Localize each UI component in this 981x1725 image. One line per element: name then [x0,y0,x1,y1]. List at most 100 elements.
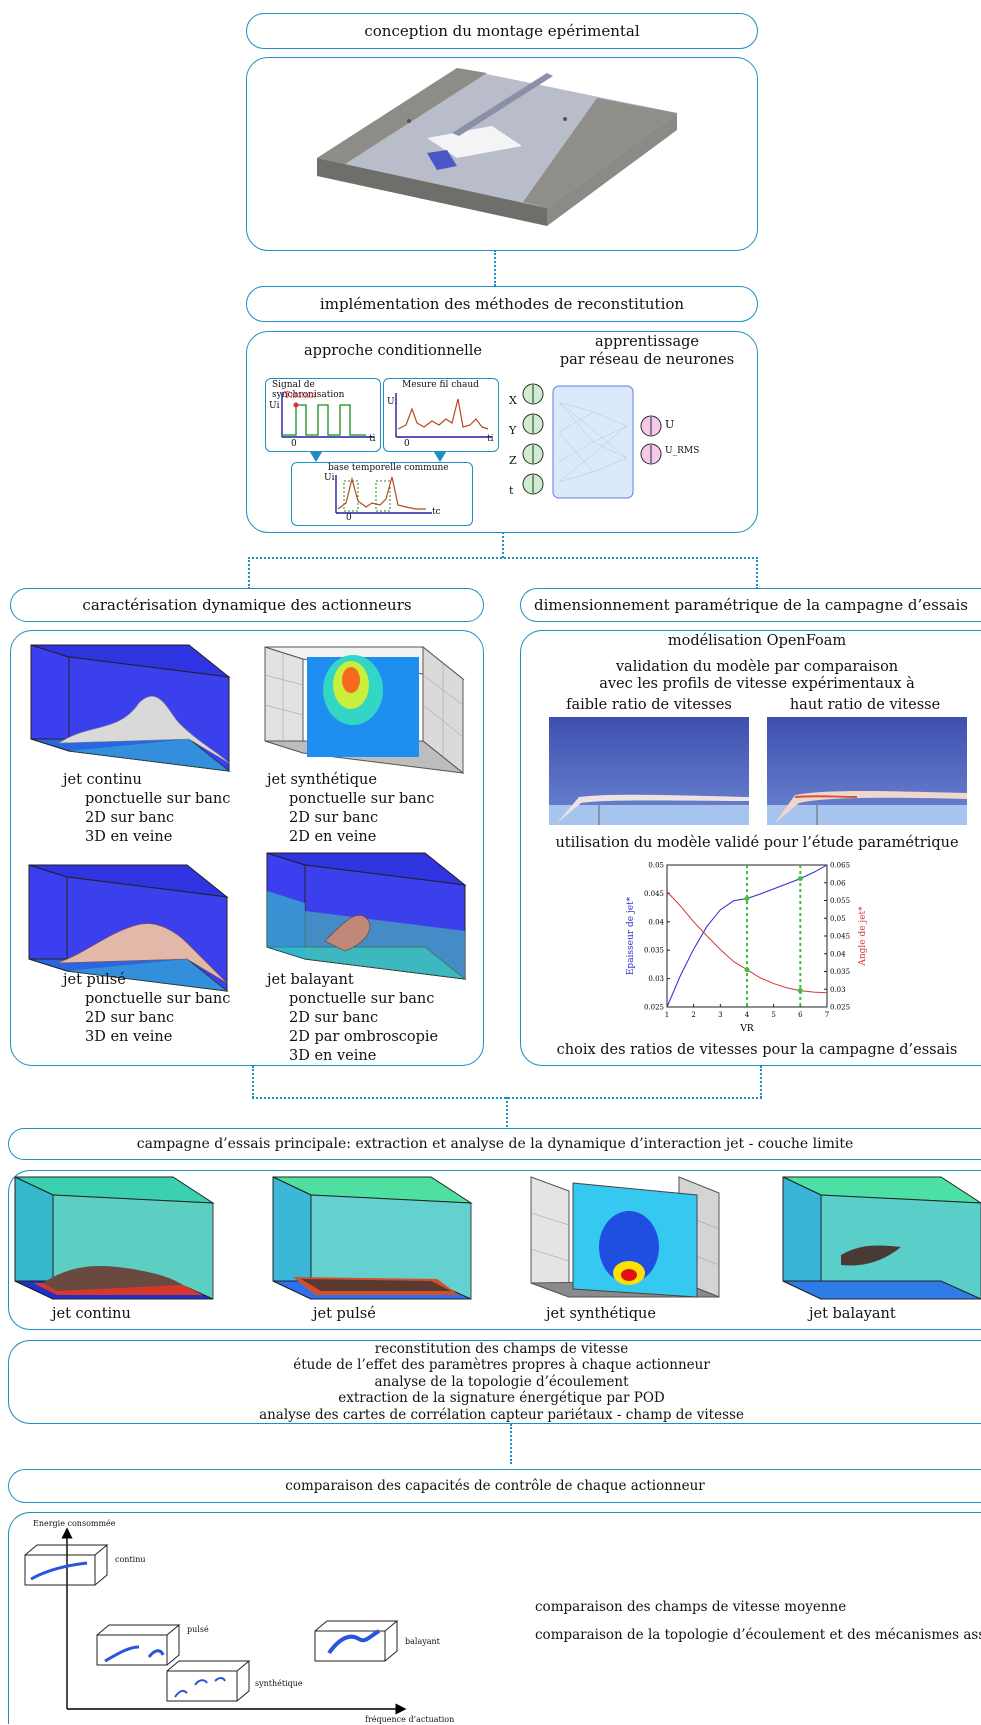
list-item: 2D sur banc [289,810,379,826]
energy-frequency-diagram [24,1527,407,1715]
x-tick-label: 3 [718,1011,722,1019]
sync-signal-plot [281,393,374,438]
time-base-plot [335,475,432,514]
connector [760,1066,762,1098]
step-reconstruction-title: implémentation des méthodes de reconstit… [246,286,758,322]
y-tick-label: 0.045 [644,890,664,898]
list-item: reconstitution des champs de vitesse [374,1341,629,1357]
zero-label: 0 [346,513,352,523]
tc-label: tc [432,507,441,517]
connector [510,1424,512,1464]
y2-tick-label: 0.05 [830,915,846,923]
y-tick-label: 0.04 [648,918,664,926]
list-item: 2D en veine [289,829,377,845]
list-item: 3D en veine [289,1048,377,1064]
campaign-label-pulse: jet pulsé [313,1306,376,1322]
actuator-balayant-name: jet balayant [267,972,354,988]
y2-tick-label: 0.025 [830,1004,850,1012]
comparison-line-2: comparaison de la topologie d’écoulement… [535,1627,981,1643]
y2-tick-label: 0.045 [830,933,850,941]
vr-marker-point [797,876,803,882]
openfoam-title: modélisation OpenFoam [667,633,847,649]
list-item: analyse de la topologie d’écoulement [374,1373,629,1390]
ui-label: Ui [269,401,280,411]
x-tick-label: 5 [771,1011,775,1019]
step-parametric-title: dimensionnement paramétrique de la campa… [520,588,981,622]
actuator-balayant-list: ponctuelle sur banc 2D sur banc 2D par o… [289,991,438,1067]
jet-pulse-3d-view [28,864,229,992]
high-ratio-cfd [767,717,967,825]
validation-line-1: validation du modèle par comparaison [615,659,899,675]
box-label-continu: continu [115,1555,146,1564]
campaign-jet-synthetique-view [530,1176,720,1298]
openfoam-panel: modélisation OpenFoam validation du modè… [520,630,981,1066]
campaign-label-synthetique: jet synthétique [546,1306,656,1322]
base-title: base temporelle commune [328,463,449,473]
y2-tick-label: 0.06 [830,879,846,887]
low-ratio-label: faible ratio de vitesses [566,697,732,713]
nn-input-y: Y [509,424,517,437]
comparison-panel: Energie consommée fréquence d’actuation … [8,1512,981,1724]
campaign-label-balayant: jet balayant [809,1306,896,1322]
nn-input-t: t [509,484,514,497]
ti-label: ti [487,434,494,444]
list-item: ponctuelle sur banc [85,791,231,807]
conditional-approach-title: approche conditionnelle [304,343,482,359]
nn-input-x: X [509,394,517,407]
connector [506,1097,508,1127]
y-axis-title: Epaisseur de jet* [626,896,636,975]
list-item: étude de l’effet des paramètres propres … [293,1357,710,1374]
campaign-tasks-panel: reconstitution des champs de vitesse étu… [8,1340,981,1424]
list-item: 2D sur banc [289,1010,379,1026]
x-tick-label: 2 [691,1011,695,1019]
list-item: 3D en veine [85,1029,173,1045]
x-axis-label: fréquence d’actuation [365,1715,455,1724]
list-item: ponctuelle sur banc [85,991,231,1007]
vr-marker-point [797,988,803,994]
step-campaign-title: campagne d’essais principale: extraction… [8,1128,981,1160]
connector [502,532,504,558]
y2-tick-label: 0.04 [830,950,846,958]
connector [494,250,496,286]
series-line-1 [666,891,828,994]
reconstruction-panel: approche conditionnelle apprentissage pa… [246,331,758,533]
y2-tick-label: 0.035 [830,968,850,976]
nn-input-labels: X Y Z t [509,386,517,506]
actuator-pulse-name: jet pulsé [63,972,126,988]
nn-title-1: apprentissage [595,334,699,350]
nn-output-u: U [665,418,675,431]
campaign-views-panel: jet continu jet pulsé jet synthétique je… [8,1170,981,1330]
jet-synthetique-3d-view [264,645,465,775]
nn-title-2: par réseau de neurones [559,352,735,368]
box-label-pulse: pulsé [187,1625,209,1634]
campaign-label-continu: jet continu [52,1306,131,1322]
ui-label: Ui [324,473,335,483]
box-label-balayant: balayant [405,1637,440,1646]
y2-tick-label: 0.065 [830,862,850,870]
actuator-continu-list: ponctuelle sur banc 2D sur banc 3D en ve… [85,791,230,848]
choice-label: choix des ratios de vitesses pour la cam… [556,1042,958,1058]
hot-wire-box: Mesure fil chaud Ui 0 ti [383,378,499,452]
connector [248,557,250,589]
actuator-pulse-list: ponctuelle sur banc 2D sur banc 3D en ve… [85,991,230,1048]
zero-label: 0 [404,439,410,449]
actuator-char-panel: jet continu ponctuelle sur banc 2D sur b… [10,630,484,1066]
actuator-synth-name: jet synthétique [267,772,377,788]
ui-label: Ui [387,397,398,407]
nn-input-z: Z [509,454,517,467]
list-item: 3D en veine [85,829,173,845]
y-tick-label: 0.03 [648,975,664,983]
comparison-line-1: comparaison des champs de vitesse moyenn… [535,1599,847,1615]
sync-signal-title: Signal de synchronisation [272,380,345,400]
actuator-continu-name: jet continu [63,772,142,788]
jet-continu-3d-view [30,644,231,772]
neural-network-diagram [522,383,662,499]
validation-line-2: avec les profils de vitesse expérimentau… [599,676,915,692]
nn-output-urms: U_RMS [665,446,700,456]
low-ratio-cfd [549,717,749,825]
actuator-synth-list: ponctuelle sur banc 2D sur banc 2D en ve… [289,791,434,848]
campaign-task-list: reconstitution des champs de vitesse étu… [9,1341,981,1423]
y2-tick-label: 0.055 [830,897,850,905]
x-tick-label: 1 [665,1011,669,1019]
vr-marker-point [744,896,750,902]
